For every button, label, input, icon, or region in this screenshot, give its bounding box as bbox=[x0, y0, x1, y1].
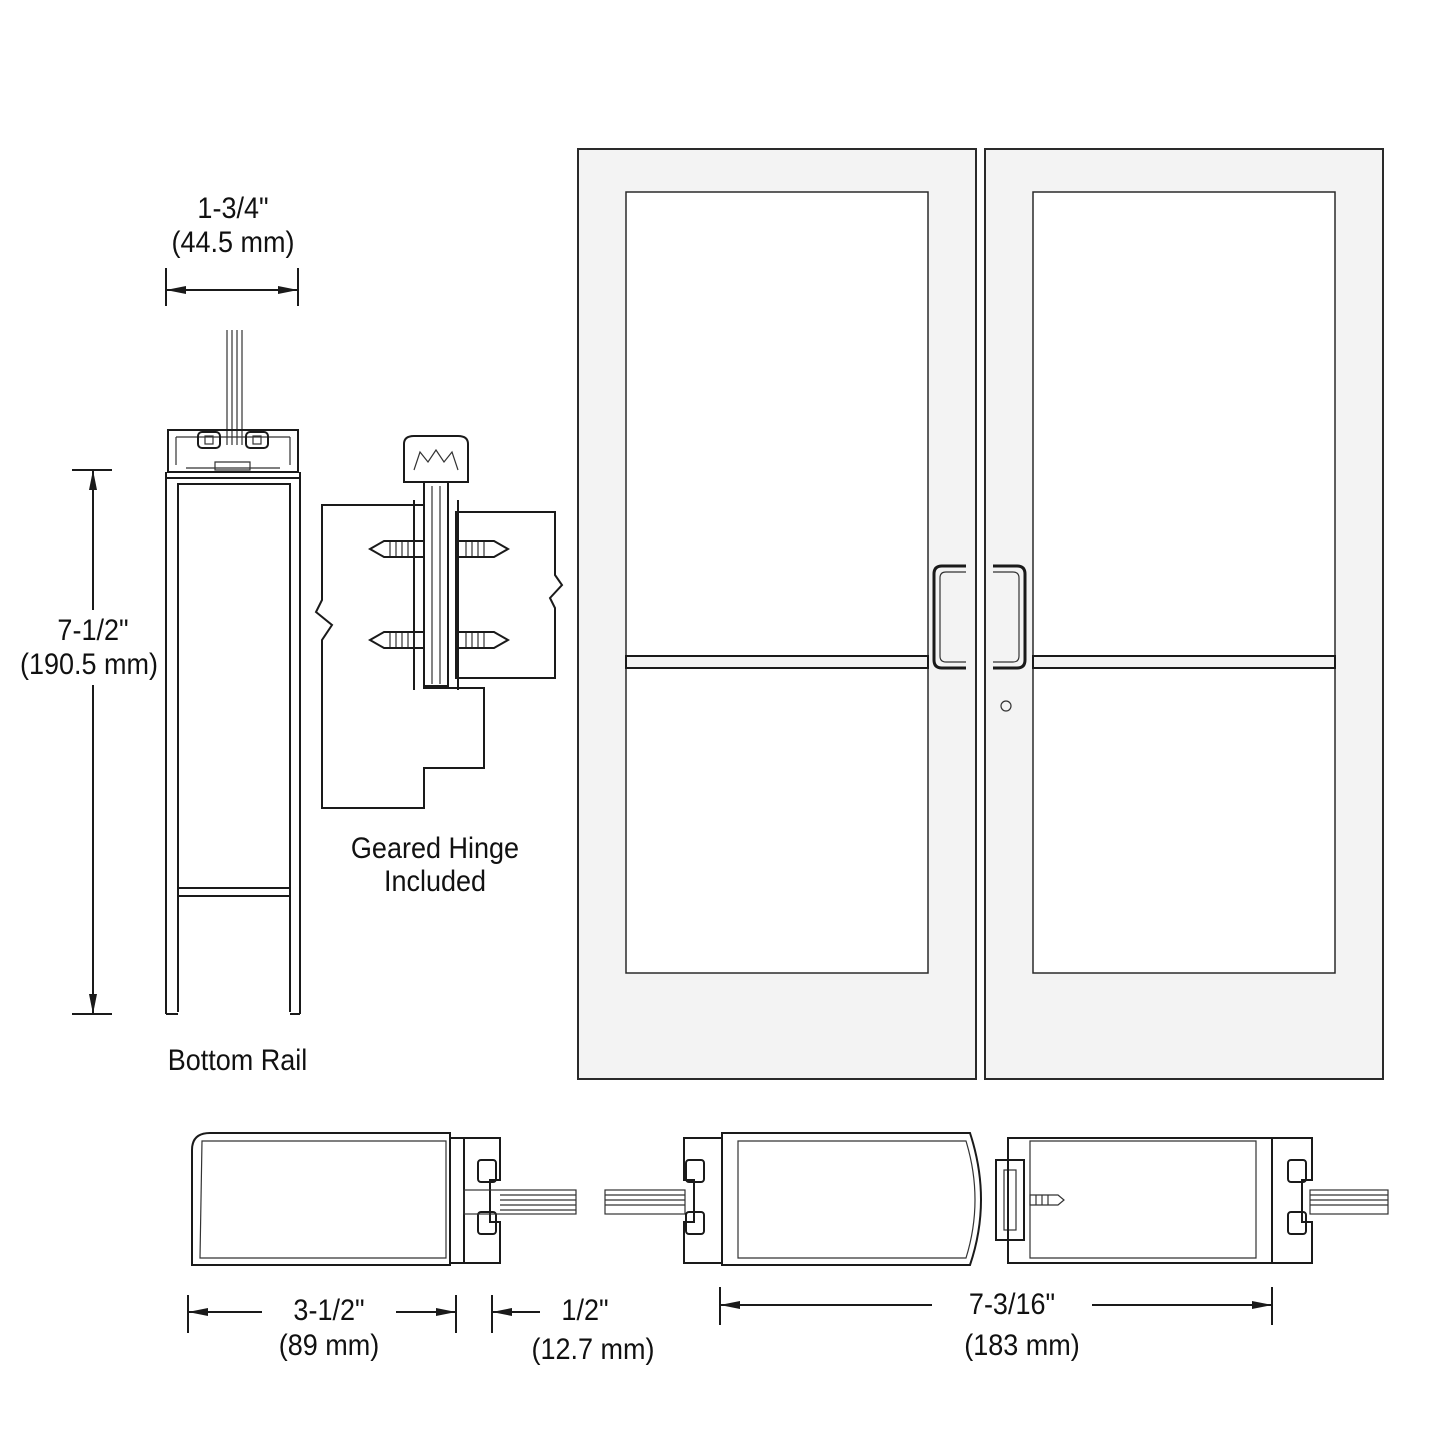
dimension-stile-width-mm-label: (89 mm) bbox=[278, 1329, 380, 1362]
dimension-height-label: 7-1/2" bbox=[57, 614, 129, 647]
geared-hinge-detail bbox=[314, 435, 564, 809]
dimension-height-left bbox=[72, 469, 112, 1015]
dimension-height-mm-label: (190.5 mm) bbox=[19, 648, 159, 681]
dimension-width-top-label: 1-3/4" bbox=[197, 192, 269, 225]
double-door-elevation bbox=[577, 148, 1384, 1080]
stile-section-left bbox=[191, 1132, 577, 1266]
dimension-width-top-mm-label: (44.5 mm) bbox=[171, 226, 295, 259]
dimension-glass-gap bbox=[491, 1295, 540, 1333]
dimension-meeting-stiles-mm-label: (183 mm) bbox=[964, 1329, 1080, 1362]
geared-hinge-caption-line1: Geared Hinge bbox=[350, 832, 520, 865]
dimension-meeting-stiles bbox=[719, 1287, 1273, 1325]
meeting-stile-section bbox=[604, 1132, 1389, 1266]
dimension-width-top bbox=[165, 268, 299, 306]
dimension-glass-gap-mm-label: (12.7 mm) bbox=[531, 1333, 655, 1366]
dimension-meeting-stiles-label: 7-3/16" bbox=[968, 1288, 1056, 1321]
bottom-rail-section bbox=[165, 330, 301, 1015]
bottom-rail-caption: Bottom Rail bbox=[167, 1044, 308, 1077]
dimension-glass-gap-label: 1/2" bbox=[561, 1294, 609, 1327]
dimension-stile-width-label: 3-1/2" bbox=[293, 1294, 365, 1327]
dimension-stile-width bbox=[187, 1295, 457, 1333]
geared-hinge-caption-line2: Included bbox=[383, 865, 487, 898]
